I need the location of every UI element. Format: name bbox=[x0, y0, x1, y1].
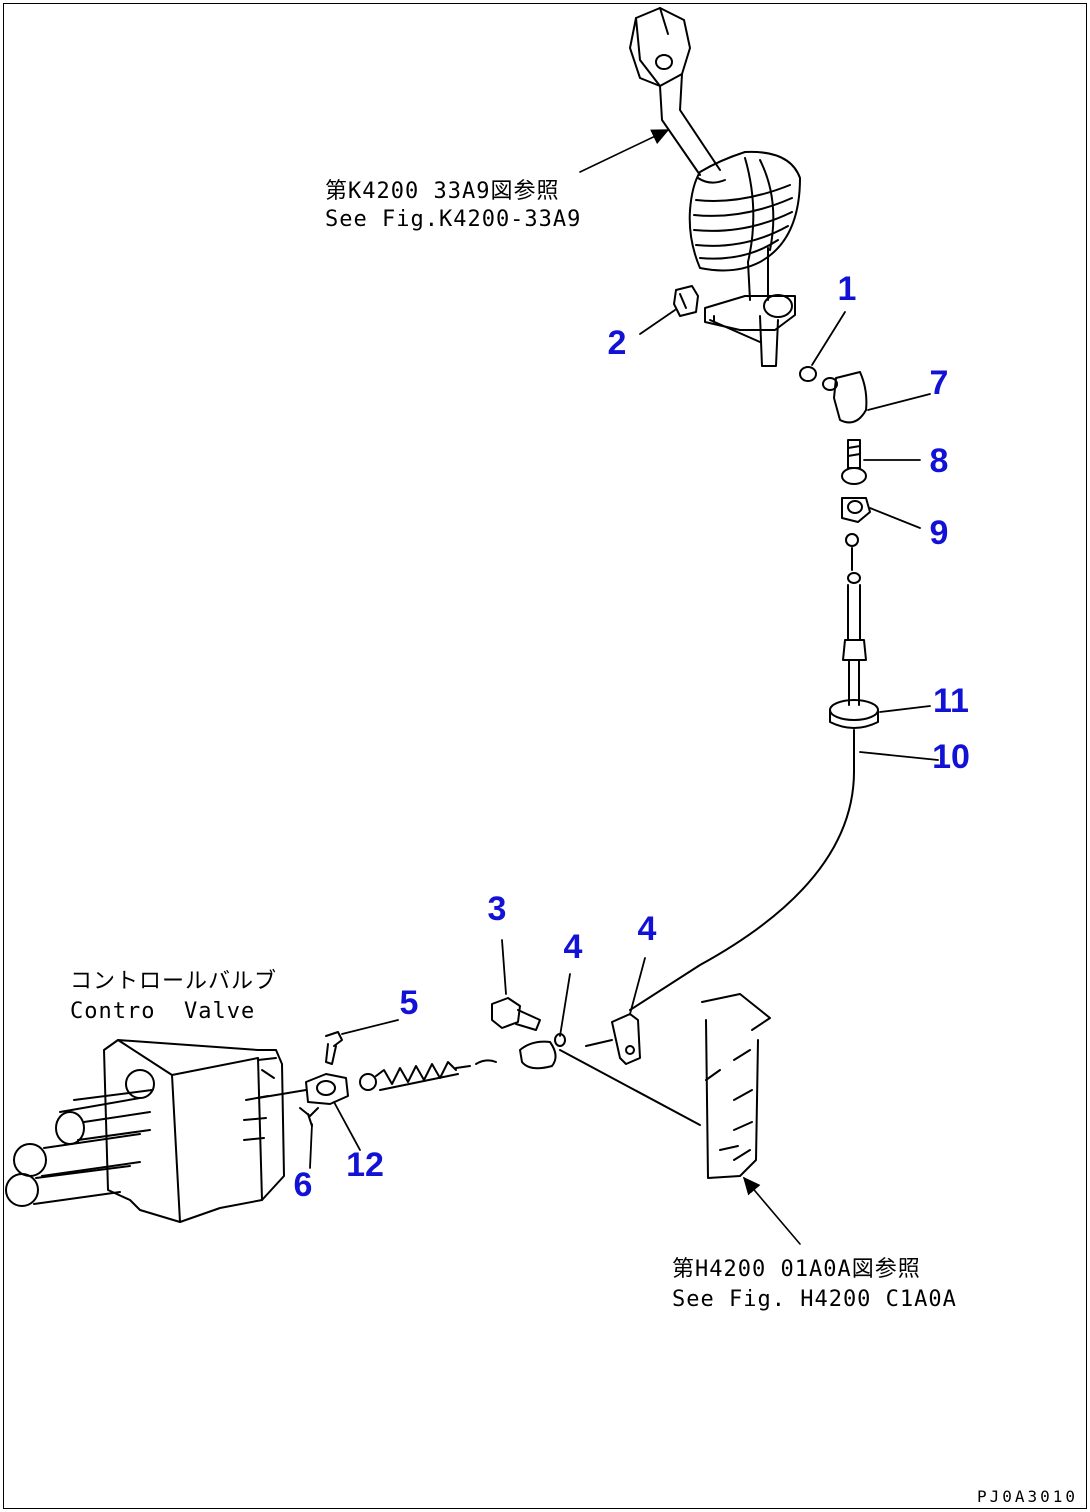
control-cable-part-10 bbox=[629, 729, 856, 1011]
bolt-part-8 bbox=[841, 439, 867, 485]
lever-bracket bbox=[704, 247, 796, 367]
grommet-part-11 bbox=[829, 699, 879, 729]
bushing-part-2 bbox=[673, 285, 699, 317]
lever-ref-arrow bbox=[579, 129, 670, 173]
valve-label-en: Contro Valve bbox=[70, 999, 256, 1024]
lever-ref-en: See Fig.K4200-33A9 bbox=[325, 207, 582, 232]
control-lever bbox=[629, 7, 721, 176]
callout-2: 2 bbox=[607, 324, 627, 362]
lever-ref-jp: 第K4200 33A9図参照 bbox=[325, 179, 560, 204]
ball-joint-part-7 bbox=[822, 371, 868, 424]
callout-11: 11 bbox=[933, 682, 969, 720]
cable-rod bbox=[842, 533, 867, 706]
nut-part-9 bbox=[841, 497, 871, 523]
pedal-ref-jp: 第H4200 01A0A図参照 bbox=[672, 1257, 921, 1282]
callout-3: 3 bbox=[487, 890, 507, 928]
cotter-pin-part-6 bbox=[299, 1107, 319, 1127]
callout-7: 7 bbox=[929, 364, 949, 402]
valve-label-jp: コントロールバルブ bbox=[70, 969, 278, 994]
callout-5: 5 bbox=[399, 984, 419, 1022]
bracket-part-4-right bbox=[611, 1013, 641, 1065]
bolt-part-3 bbox=[491, 997, 541, 1031]
pedal-assembly bbox=[701, 993, 771, 1179]
callout-1: 1 bbox=[837, 270, 857, 308]
washer-part-1 bbox=[799, 366, 817, 382]
callout-4-right: 4 bbox=[637, 910, 657, 948]
callout-6: 6 bbox=[293, 1166, 313, 1204]
control-valve-block bbox=[5, 1039, 285, 1223]
callout-10: 10 bbox=[932, 738, 970, 776]
callout-12: 12 bbox=[346, 1146, 384, 1184]
leader-lines bbox=[309, 309, 939, 1169]
pedal-ref-arrow bbox=[742, 1176, 801, 1245]
pedal-ref-en: See Fig. H4200 C1A0A bbox=[672, 1287, 957, 1312]
bracket-link-line bbox=[585, 1039, 613, 1047]
drawing-code: PJ0A3010 bbox=[976, 1487, 1078, 1506]
lever-boot bbox=[688, 150, 801, 272]
clamp-part-4-left bbox=[519, 1033, 566, 1070]
callout-4-left: 4 bbox=[563, 928, 583, 966]
spring-assembly bbox=[359, 1059, 497, 1091]
clevis-part-12 bbox=[257, 1073, 349, 1105]
callout-8: 8 bbox=[929, 442, 949, 480]
callout-9: 9 bbox=[929, 514, 949, 552]
cable-link-line bbox=[559, 1049, 701, 1126]
pin-part-5 bbox=[325, 1031, 343, 1065]
